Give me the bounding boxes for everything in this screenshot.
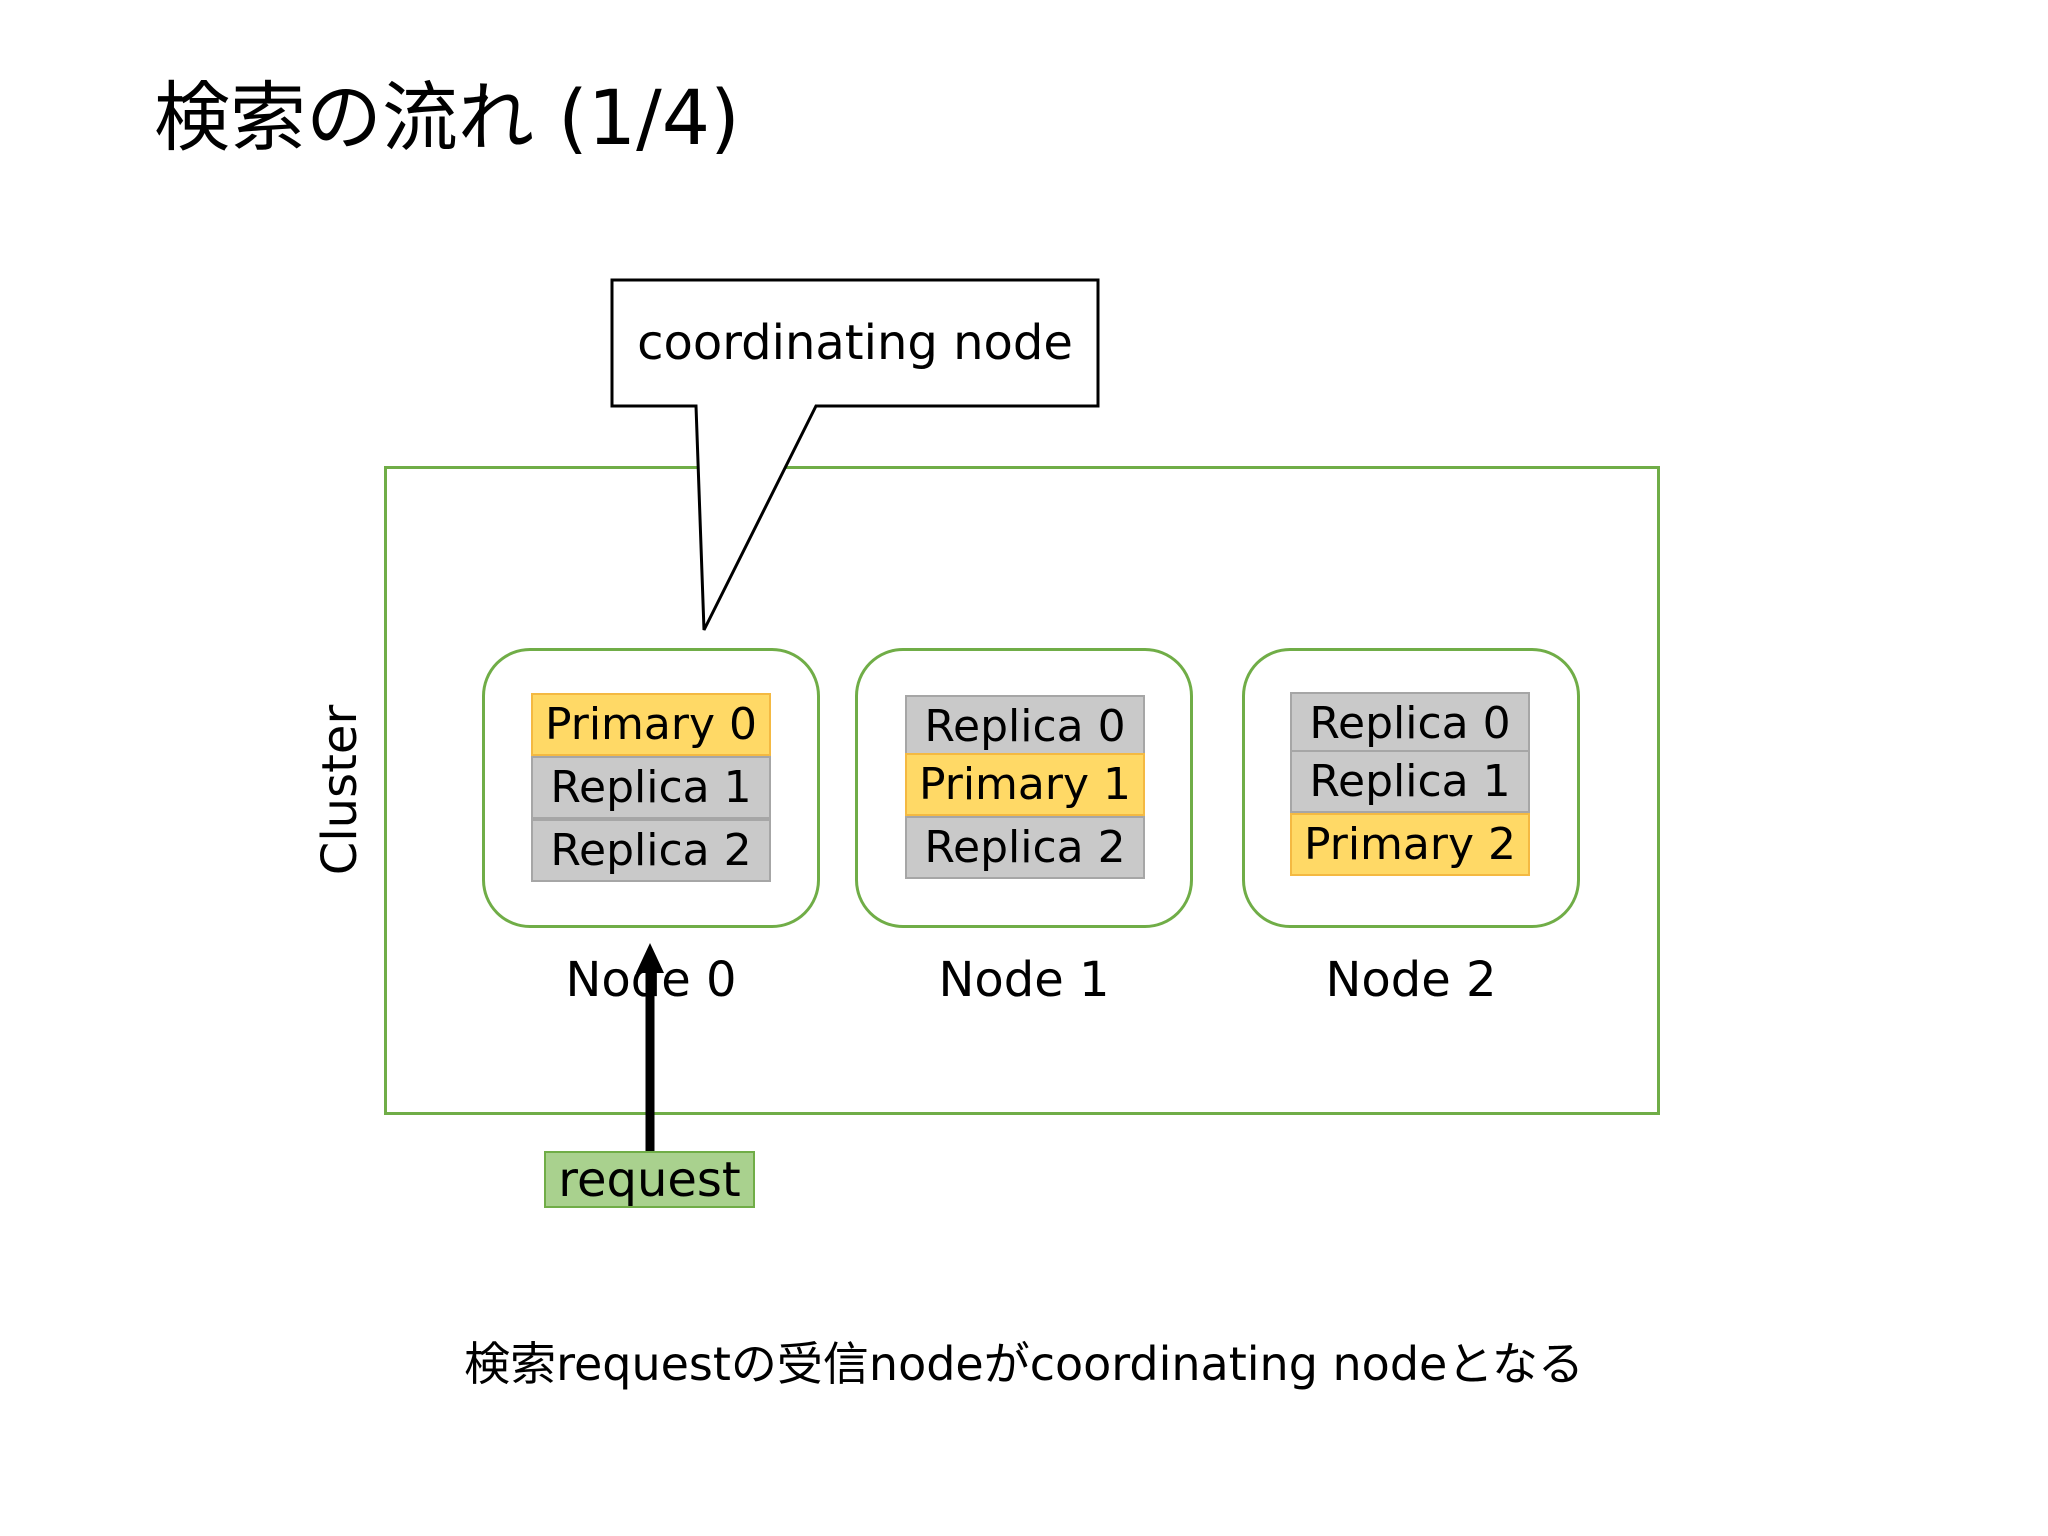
slide-title: 検索の流れ (1/4): [154, 73, 740, 162]
callout-bubble: [610, 278, 1100, 631]
cluster-box: [384, 466, 1660, 1115]
node-2-shard-1: Replica 1: [1290, 750, 1530, 813]
node-1-label: Node 1: [938, 952, 1110, 1008]
callout-label: coordinating node: [637, 315, 1073, 371]
node-2-shard-0: Replica 0: [1290, 692, 1530, 755]
request-box: request: [544, 1151, 755, 1208]
node-1-shard-0: Replica 0: [905, 695, 1145, 758]
node-1-shard-1: Primary 1: [905, 753, 1145, 816]
node-2-label: Node 2: [1325, 952, 1497, 1008]
node-1-shard-2: Replica 2: [905, 816, 1145, 879]
request-arrow-head: [636, 943, 664, 973]
node-0-shard-1: Replica 1: [531, 756, 771, 819]
caption: 検索requestの受信nodeがcoordinating nodeとなる: [464, 1337, 1584, 1391]
node-2-shard-2: Primary 2: [1290, 813, 1530, 876]
node-0-shard-2: Replica 2: [531, 819, 771, 882]
node-0-shard-0: Primary 0: [531, 693, 771, 756]
